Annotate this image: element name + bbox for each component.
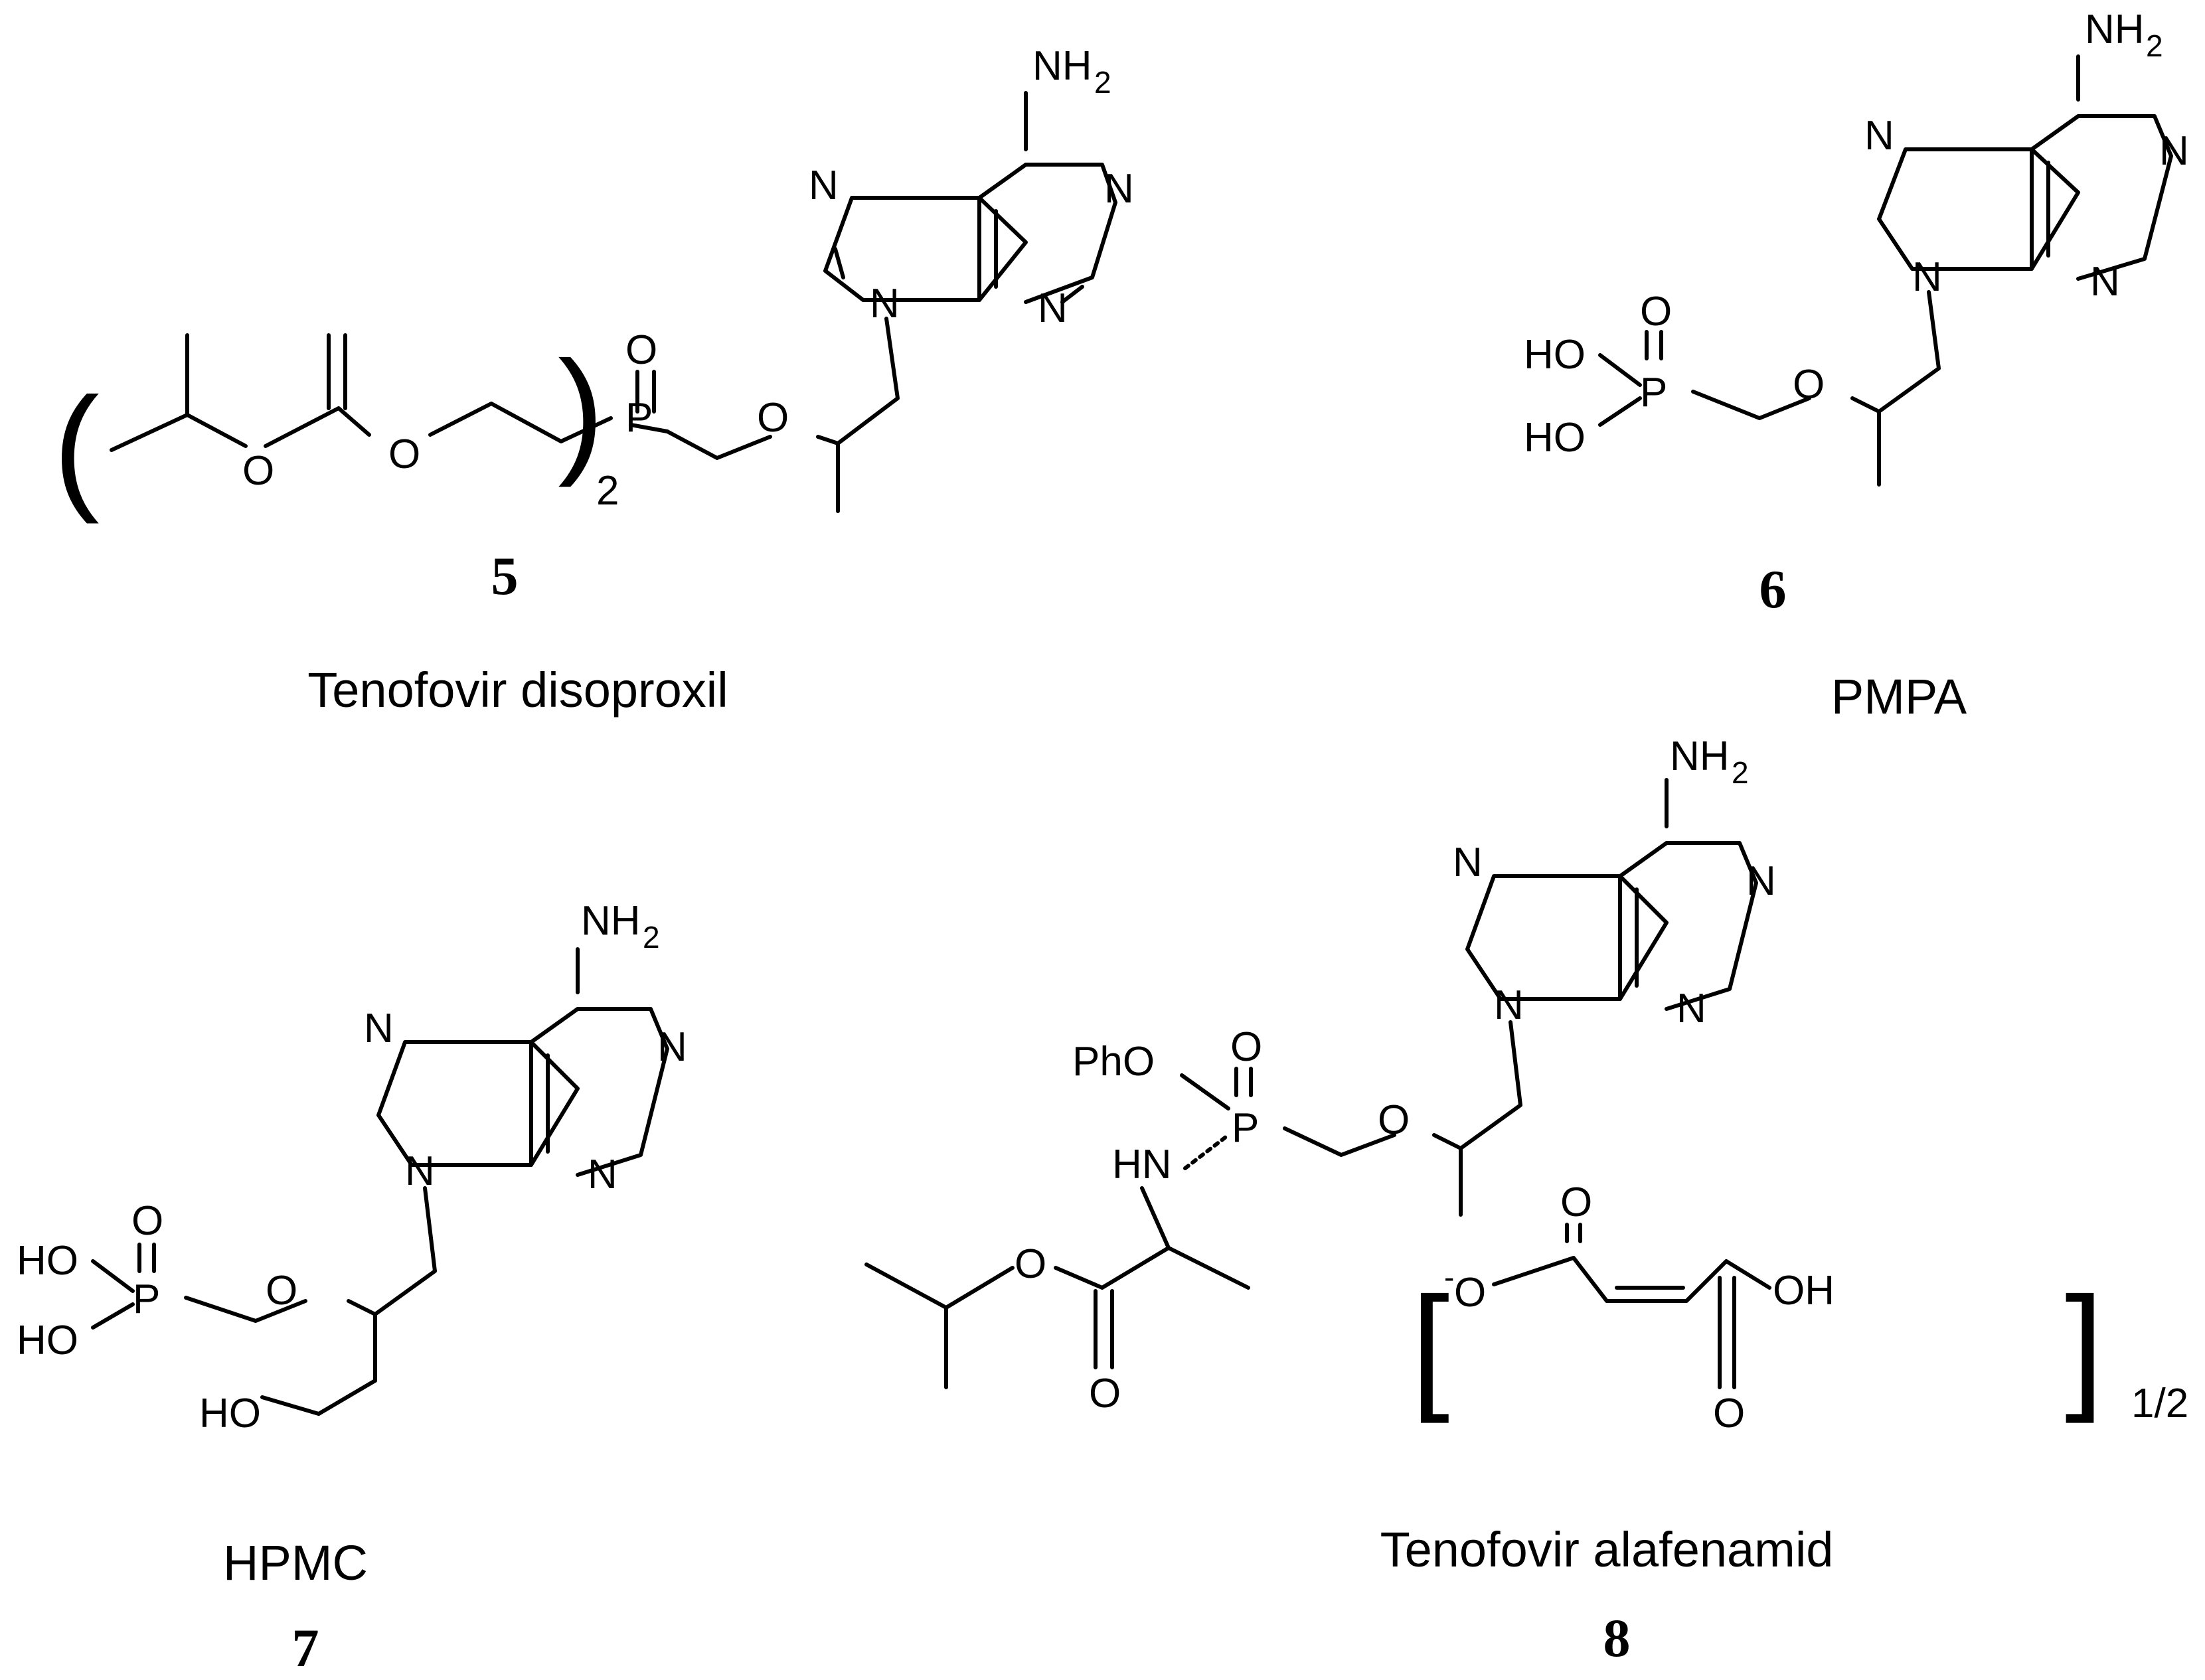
count-subscript-5: 2: [596, 468, 619, 514]
compound-5-structure: N N N N NH 2 O P O O O ( ) 2: [53, 43, 1134, 524]
p-atom-7: P: [133, 1276, 160, 1322]
o-atom-fum1: O: [1560, 1180, 1592, 1225]
o-atom-7-po: O: [131, 1198, 163, 1244]
nh2-subscript-8: 2: [1732, 755, 1749, 790]
compound-6-structure: N N N N NH 2 O P O HO HO: [1524, 7, 2189, 487]
o-atom-8-ether: O: [1378, 1097, 1410, 1143]
n-atom-7d: N: [405, 1148, 435, 1194]
o-atom-5-ether: O: [757, 395, 789, 441]
compound-name-5: Tenofovir disoproxil: [307, 662, 728, 718]
o-atom-6-ether: O: [1793, 362, 1825, 408]
n-atom-8d: N: [1494, 982, 1524, 1028]
compound-number-5: 5: [491, 546, 519, 606]
o-atom-5-ester1: O: [242, 448, 274, 494]
o-atom-8-ester: O: [1015, 1241, 1046, 1287]
ho-group-7a: HO: [17, 1238, 78, 1284]
compound-number-6: 6: [1759, 559, 1787, 619]
ho-group-6a: HO: [1524, 332, 1586, 378]
o-atom-5-po: O: [625, 327, 657, 373]
bracket-open-5: (: [53, 368, 100, 524]
half-subscript: 1/2: [2131, 1381, 2188, 1426]
ho-group-7b: HO: [17, 1318, 78, 1363]
hn-group-8: HN: [1112, 1142, 1172, 1187]
oh-group-fum: OH: [1773, 1268, 1835, 1314]
adenine-5: [823, 91, 1117, 304]
p-atom-6: P: [1640, 370, 1667, 416]
n-atom-5c: N: [1038, 285, 1068, 331]
adenine-6: [1877, 54, 2173, 281]
compound-8-structure: N N N N NH 2 O P O PhO HN O O: [864, 733, 1776, 1416]
nh2-group-6: NH: [2085, 7, 2145, 52]
compound-name-6: PMPA: [1831, 669, 1967, 724]
bracket-open-8: [: [1411, 1268, 1449, 1424]
compound-name-7: HPMC: [223, 1535, 368, 1590]
bracket-close-8: ]: [2065, 1268, 2103, 1424]
o-atom-8-po: O: [1230, 1024, 1262, 1070]
o-atom-8-carbonyl: O: [1089, 1371, 1121, 1416]
compound-number-8: 8: [1603, 1608, 1631, 1668]
p-atom-8: P: [1232, 1105, 1259, 1151]
compound-7-structure: N N N N NH 2 O P O HO HO HO: [17, 898, 687, 1436]
adenine-7: [376, 947, 669, 1177]
nh2-subscript-5: 2: [1094, 65, 1111, 100]
p-atom-5: P: [625, 395, 653, 441]
minus-charge: -: [1444, 1260, 1454, 1294]
n-atom-7a: N: [364, 1006, 394, 1051]
n-atom-5b: N: [1104, 166, 1134, 212]
n-atom-6c: N: [2090, 259, 2120, 305]
n-atom-8c: N: [1676, 986, 1706, 1031]
o-minus-fum: O: [1454, 1270, 1486, 1316]
n-atom-7b: N: [657, 1024, 687, 1070]
fumarate-counterion: [ ] O - O OH O 1/2: [1411, 1180, 2188, 1436]
nh2-subscript-7: 2: [643, 920, 660, 955]
n-atom-7c: N: [588, 1152, 617, 1197]
nh2-subscript-6: 2: [2146, 29, 2163, 63]
o-atom-7-ether: O: [266, 1268, 297, 1314]
ho-group-6b: HO: [1524, 415, 1586, 461]
pho-group-8: PhO: [1072, 1039, 1155, 1085]
ho-group-7c: HO: [199, 1391, 261, 1436]
o-atom-6-po: O: [1640, 289, 1672, 335]
n-atom-8b: N: [1746, 858, 1776, 904]
nh2-group-5: NH: [1032, 43, 1092, 89]
compound-name-8: Tenofovir alafenamid: [1380, 1522, 1834, 1577]
o-atom-5-ester2: O: [388, 431, 420, 477]
compound-number-7: 7: [292, 1618, 319, 1678]
o-atom-fum2: O: [1713, 1391, 1745, 1436]
nh2-group-7: NH: [581, 898, 641, 944]
n-atom-6b: N: [2159, 128, 2189, 174]
nh2-group-8: NH: [1670, 733, 1730, 779]
adenine-8: [1465, 778, 1758, 1011]
n-atom-8a: N: [1453, 840, 1483, 885]
n-atom-6a: N: [1864, 113, 1894, 159]
n-atom-5a: N: [809, 163, 839, 208]
bracket-close-5: ): [558, 332, 604, 488]
